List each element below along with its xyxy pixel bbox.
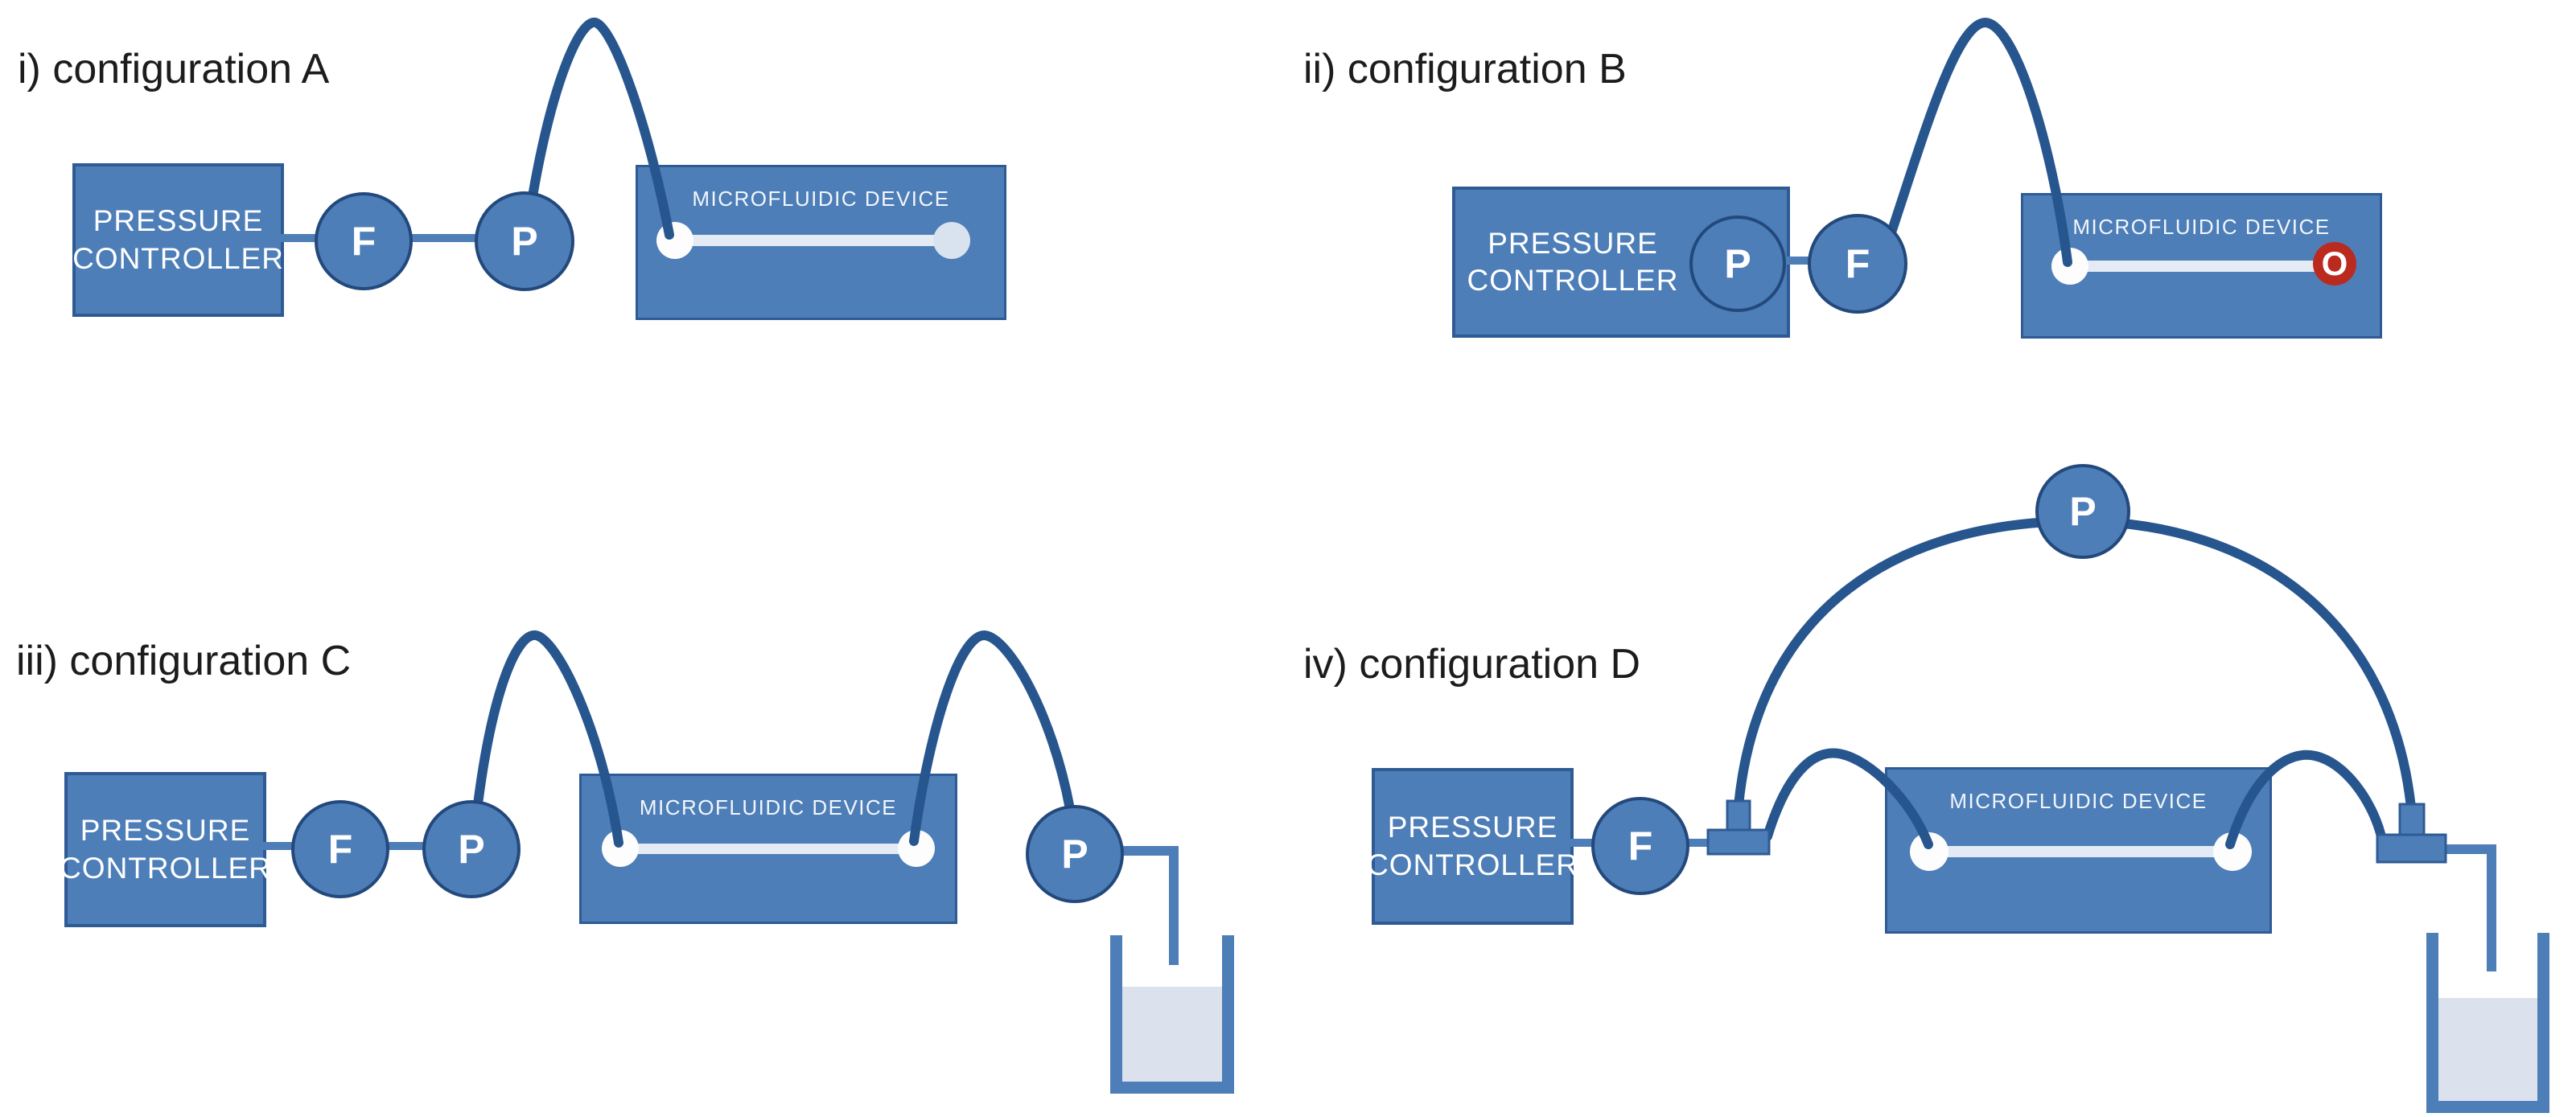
pressure-sensor-c1-label: P xyxy=(458,827,485,872)
pressure-controller-c-line2: CONTROLLER xyxy=(60,851,271,885)
tube-d-bypass-arc xyxy=(1734,515,2416,812)
pressure-controller-c-line1: PRESSURE xyxy=(80,814,251,848)
beaker-d-liquid xyxy=(2438,998,2537,1101)
tee-junction-left-stub xyxy=(1726,799,1751,835)
pressure-sensor-d-label: P xyxy=(2069,489,2097,534)
inlet-port-c xyxy=(602,830,639,867)
pressure-controller-a: PRESSURE CONTROLLER xyxy=(72,163,284,317)
config-b-label: ii) configuration B xyxy=(1303,46,1627,92)
flow-sensor-b-label: F xyxy=(1845,241,1870,286)
beaker-d xyxy=(2426,933,2549,1113)
pressure-controller-a-line2: CONTROLLER xyxy=(72,241,284,275)
flow-sensor-c-label: F xyxy=(327,827,353,872)
pressure-controller-b-line1: PRESSURE xyxy=(1488,226,1658,260)
pressure-sensor-d: P xyxy=(2035,464,2130,559)
tee-junction-right-bar xyxy=(2376,833,2447,864)
open-outlet-b: O xyxy=(2313,242,2356,285)
beaker-c-liquid xyxy=(1122,987,1222,1082)
microfluidic-device-c-label: MICROFLUIDIC DEVICE xyxy=(639,795,898,819)
open-outlet-b-label: O xyxy=(2321,244,2348,282)
tee-junction-right-stub xyxy=(2398,803,2426,838)
microfluidic-device-b-label: MICROFLUIDIC DEVICE xyxy=(2072,215,2331,239)
channel-c xyxy=(620,844,916,854)
channel-b xyxy=(2070,261,2337,272)
inlet-port-a xyxy=(656,222,693,259)
flow-sensor-d: F xyxy=(1591,797,1689,895)
pressure-sensor-c1: P xyxy=(422,800,521,898)
config-c-label: iii) configuration C xyxy=(16,638,352,684)
flow-sensor-b: F xyxy=(1808,214,1907,314)
inlet-port-b xyxy=(2051,248,2088,285)
pressure-sensor-b-label: P xyxy=(1724,241,1751,286)
flow-sensor-c: F xyxy=(291,800,389,898)
outlet-port-a xyxy=(933,222,970,259)
beaker-c xyxy=(1110,935,1234,1094)
flow-sensor-a-label: F xyxy=(351,219,377,264)
microfluidic-device-a: MICROFLUIDIC DEVICE xyxy=(636,165,1006,320)
microfluidic-device-d-label: MICROFLUIDIC DEVICE xyxy=(1949,789,2208,813)
pressure-controller-a-line1: PRESSURE xyxy=(93,204,264,238)
pressure-controller-d-line2: CONTROLLER xyxy=(1367,848,1578,881)
flow-sensor-d-label: F xyxy=(1627,823,1653,869)
pressure-controller-d-line1: PRESSURE xyxy=(1387,811,1558,844)
pressure-controller-d: PRESSURE CONTROLLER xyxy=(1367,768,1578,925)
flow-sensor-a: F xyxy=(315,192,413,290)
microfluidic-device-d: MICROFLUIDIC DEVICE xyxy=(1885,767,2272,934)
config-a-label: i) configuration A xyxy=(18,46,330,92)
pressure-sensor-b: P xyxy=(1689,216,1786,312)
pressure-sensor-c2-label: P xyxy=(1061,832,1088,877)
pressure-sensor-a-label: P xyxy=(511,219,538,264)
microfluidic-device-b: MICROFLUIDIC DEVICE xyxy=(2021,193,2382,339)
pressure-controller-b-line2: CONTROLLER xyxy=(1467,264,1679,297)
pressure-sensor-c2: P xyxy=(1026,805,1124,903)
channel-d xyxy=(1929,846,2232,857)
config-d-label: iv) configuration D xyxy=(1303,641,1641,688)
microfluidic-device-a-label: MICROFLUIDIC DEVICE xyxy=(692,187,950,211)
outlet-port-d xyxy=(2213,832,2252,871)
microfluidic-device-c: MICROFLUIDIC DEVICE xyxy=(579,774,957,924)
inlet-port-d xyxy=(1910,832,1948,871)
pressure-sensor-a: P xyxy=(475,191,574,291)
outlet-port-c xyxy=(898,830,935,867)
pressure-controller-c: PRESSURE CONTROLLER xyxy=(60,772,270,927)
tee-junction-left-bar xyxy=(1706,828,1771,856)
channel-a xyxy=(675,235,952,246)
